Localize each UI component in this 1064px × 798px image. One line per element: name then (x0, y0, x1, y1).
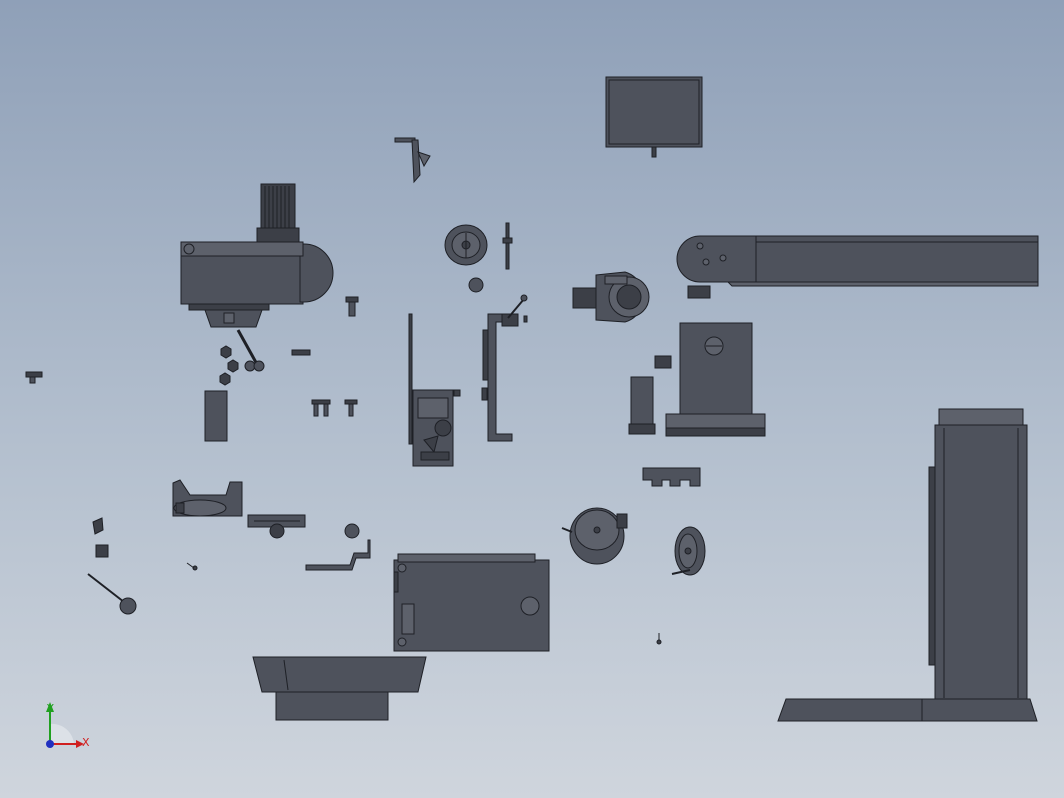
column-base-part[interactable] (777, 408, 1038, 722)
gearbox-part[interactable] (628, 322, 766, 437)
bolt-part[interactable] (345, 296, 359, 317)
monitor-part[interactable] (605, 76, 703, 158)
lever-handle-left-part[interactable] (87, 517, 198, 615)
x-axis-label: X (82, 736, 90, 749)
coordinate-triad: Y X (46, 702, 90, 749)
rotary-plate-part[interactable] (561, 507, 628, 565)
motor-head-part[interactable] (180, 183, 334, 328)
bracket-part[interactable] (394, 137, 431, 184)
t-slot-plate-part[interactable] (247, 467, 701, 571)
base-tray-part[interactable] (252, 656, 427, 721)
z-axis-dot (46, 740, 54, 748)
lever-bracket-part[interactable] (481, 294, 528, 442)
pump-housing-part[interactable] (572, 271, 650, 323)
hand-wheel-right-part[interactable] (656, 526, 706, 645)
arm-rail-part[interactable] (676, 235, 1039, 299)
vise-part[interactable] (172, 479, 243, 517)
coolant-tank-part[interactable] (393, 553, 550, 652)
small-hardware-part[interactable] (25, 329, 358, 442)
y-axis-label: Y (46, 702, 54, 715)
spindle-bracket-part[interactable] (408, 313, 461, 467)
handwheel-top-part[interactable] (444, 222, 513, 293)
